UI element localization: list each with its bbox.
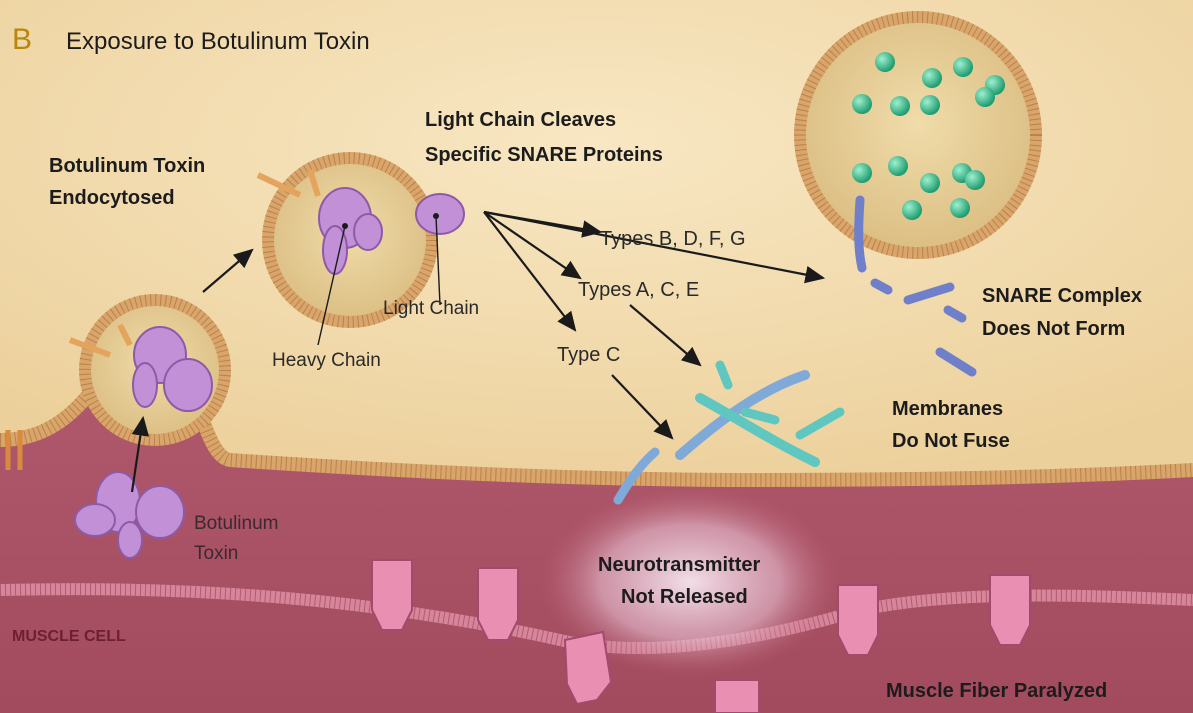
label-neurotransmitter-1: Neurotransmitter [598,554,760,576]
label-types-bdfg: Types B, D, F, G [600,228,746,250]
label-membranes-1: Membranes [892,398,1003,420]
label-types-ace: Types A, C, E [578,279,699,301]
label-snare-2: Does Not Form [982,318,1125,340]
label-toxin-1: Botulinum [194,513,279,534]
label-type-c: Type C [557,344,620,366]
label-neurotransmitter-2: Not Released [621,586,748,608]
label-membranes-2: Do Not Fuse [892,430,1010,452]
label-light-chain: Light Chain [383,298,479,319]
panel-title: Exposure to Botulinum Toxin [66,28,370,55]
label-endocytosed-1: Botulinum Toxin [49,155,205,177]
panel-letter: B [12,23,32,56]
label-heavy-chain: Heavy Chain [272,350,381,371]
label-endocytosed-2: Endocytosed [49,187,175,209]
label-cleaves-1: Light Chain Cleaves [425,109,616,131]
label-paralyzed: Muscle Fiber Paralyzed [886,680,1107,702]
label-cleaves-2: Specific SNARE Proteins [425,144,663,166]
label-toxin-2: Toxin [194,543,238,564]
light-chain-fragment [416,194,464,234]
label-muscle-cell: MUSCLE CELL [12,628,126,645]
label-snare-1: SNARE Complex [982,285,1142,307]
